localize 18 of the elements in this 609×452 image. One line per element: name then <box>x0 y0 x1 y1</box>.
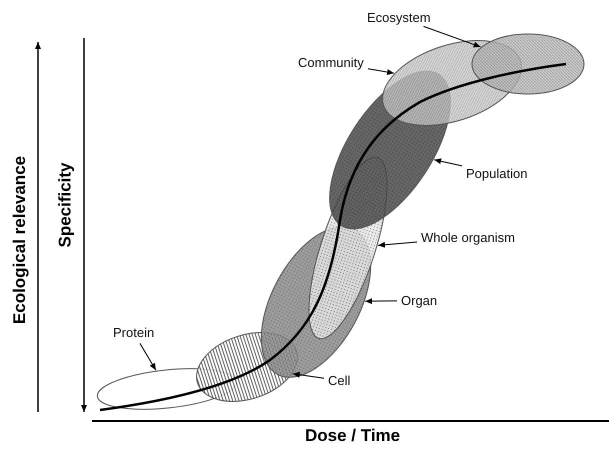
level-label: Ecosystem <box>367 10 431 25</box>
leader-arrow <box>292 372 325 379</box>
leader-arrow <box>434 158 463 166</box>
level-ellipse <box>472 34 584 94</box>
level-label: Cell <box>328 373 350 388</box>
axis-title: Specificity <box>55 162 76 248</box>
axis-title: Dose / Time <box>305 426 400 446</box>
leader-arrow <box>139 342 156 371</box>
leader-arrow <box>364 298 398 304</box>
leader-arrow <box>367 68 395 75</box>
level-label: Population <box>466 166 528 181</box>
level-label: Whole organism <box>421 230 515 245</box>
level-label: Organ <box>401 293 438 308</box>
leader-arrow <box>378 241 418 248</box>
level-label: Protein <box>113 325 154 340</box>
axis-title: Ecological relevance <box>10 156 30 324</box>
leader-arrow <box>423 26 482 48</box>
level-label: Community <box>298 55 364 70</box>
